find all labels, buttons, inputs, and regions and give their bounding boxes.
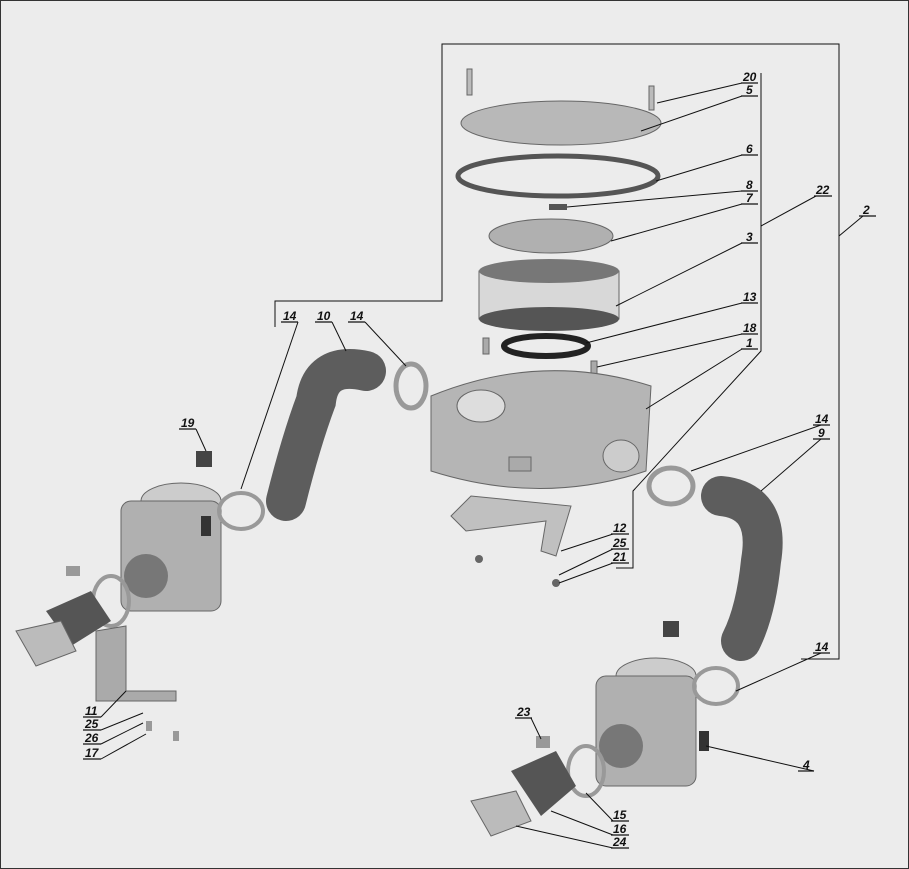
filter-element-3	[478, 259, 620, 331]
callout-22: 22	[815, 183, 830, 197]
callout-8: 8	[746, 178, 753, 192]
bracket-22	[616, 73, 762, 569]
gasket-6	[455, 153, 661, 199]
callout-5: 5	[746, 83, 753, 97]
callout-10: 10	[317, 309, 331, 323]
callout-21: 21	[612, 550, 627, 564]
callout-20: 20	[742, 70, 757, 84]
callout-24: 24	[612, 835, 627, 849]
callout-2: 2	[862, 203, 870, 217]
callout-14-c: 14	[815, 412, 829, 426]
callout-26: 26	[84, 731, 99, 745]
callout-3: 3	[746, 230, 753, 244]
housing-1	[430, 370, 652, 489]
plate-7	[488, 218, 614, 254]
hose-9	[701, 476, 783, 661]
callout-25-b: 25	[84, 717, 99, 731]
callout-13: 13	[743, 290, 757, 304]
callout-23: 23	[516, 705, 531, 719]
part-8	[549, 204, 567, 210]
leader-lines	[100, 82, 864, 849]
filter-cover-5	[460, 68, 662, 146]
bracket-2	[274, 43, 840, 660]
hose-10	[266, 349, 386, 521]
clamp-14-right	[646, 465, 696, 507]
carburetor-left	[15, 451, 265, 741]
callout-16: 16	[613, 822, 627, 836]
clamp-14	[393, 361, 429, 411]
callout-14-a: 14	[283, 309, 297, 323]
callout-labels: 20 5 6 8 7 3 22 2 13 18 1 14 10 14 19 14…	[83, 70, 876, 849]
callout-17: 17	[85, 746, 100, 760]
callout-14-b: 14	[350, 309, 364, 323]
bracket-12	[450, 495, 572, 557]
callout-18: 18	[743, 321, 757, 335]
callout-6: 6	[746, 142, 753, 156]
callout-7: 7	[746, 191, 754, 205]
callout-14-d: 14	[815, 640, 829, 654]
carburetor-right	[470, 621, 740, 837]
callout-1: 1	[746, 336, 753, 350]
callout-9: 9	[818, 426, 825, 440]
callout-11: 11	[85, 704, 98, 718]
seal-13	[501, 333, 591, 359]
nut-21	[552, 579, 560, 587]
callout-19: 19	[181, 416, 195, 430]
nut-21b	[475, 555, 483, 563]
callout-15: 15	[613, 808, 627, 822]
callout-25-a: 25	[612, 536, 627, 550]
bolt-18	[482, 337, 490, 355]
callout-4: 4	[802, 758, 810, 772]
callout-12: 12	[613, 521, 627, 535]
cap-19	[196, 451, 212, 467]
